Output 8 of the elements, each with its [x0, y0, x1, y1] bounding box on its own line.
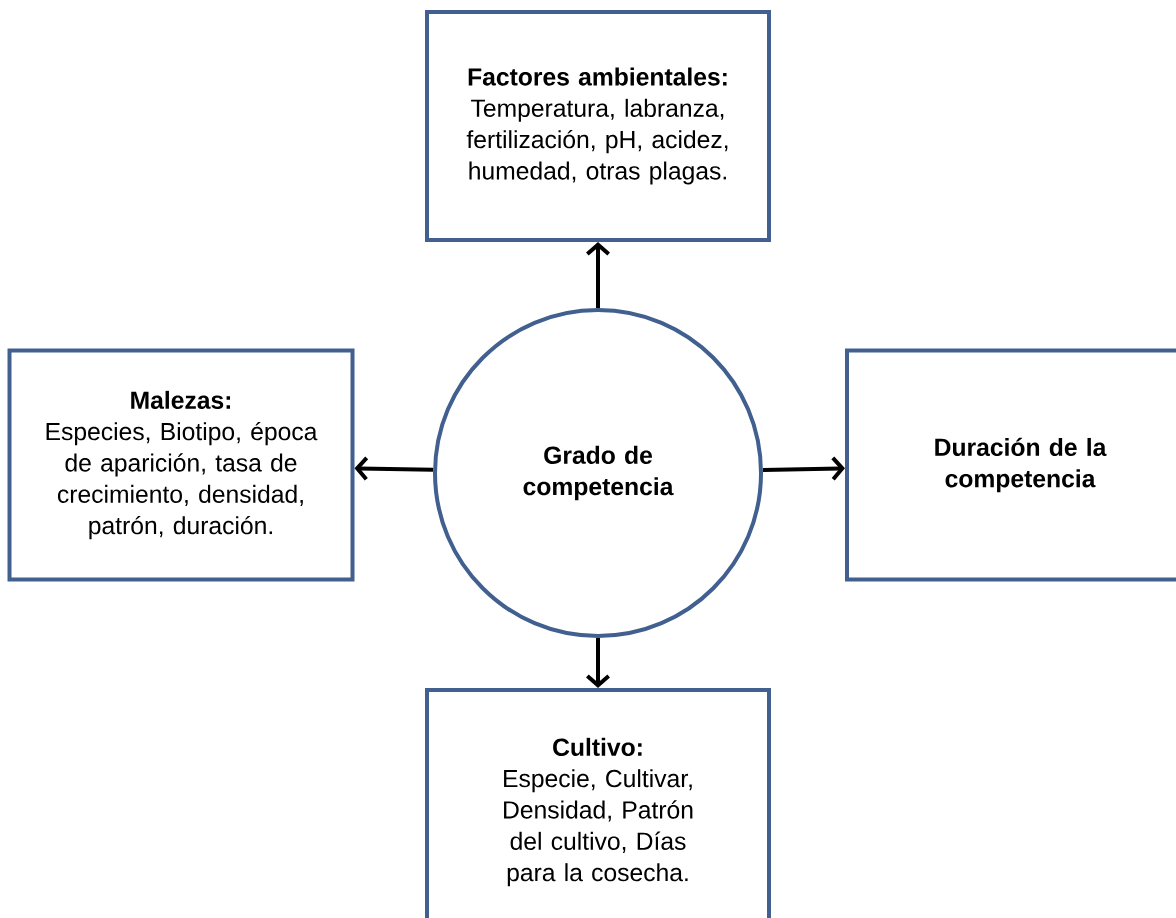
arrow	[586, 242, 610, 308]
arrow	[586, 638, 610, 688]
text-box: Cultivo: Especie, Cultivar, Densidad, Patrón del cultivo, Días para la cosecha.	[425, 688, 771, 918]
text-box: Factores ambientales: Temperatura, labranza, fertilización, pH, acidez, humedad, otras plagas.	[425, 10, 771, 242]
arrow	[354, 456, 434, 481]
arrow	[762, 456, 845, 481]
text-box: Malezas: Especies, Biotipo, época de aparición, tasa de crecimiento, densidad, patrón, duración.	[7, 348, 355, 582]
text-box: Duración de la competencia	[845, 348, 1176, 582]
